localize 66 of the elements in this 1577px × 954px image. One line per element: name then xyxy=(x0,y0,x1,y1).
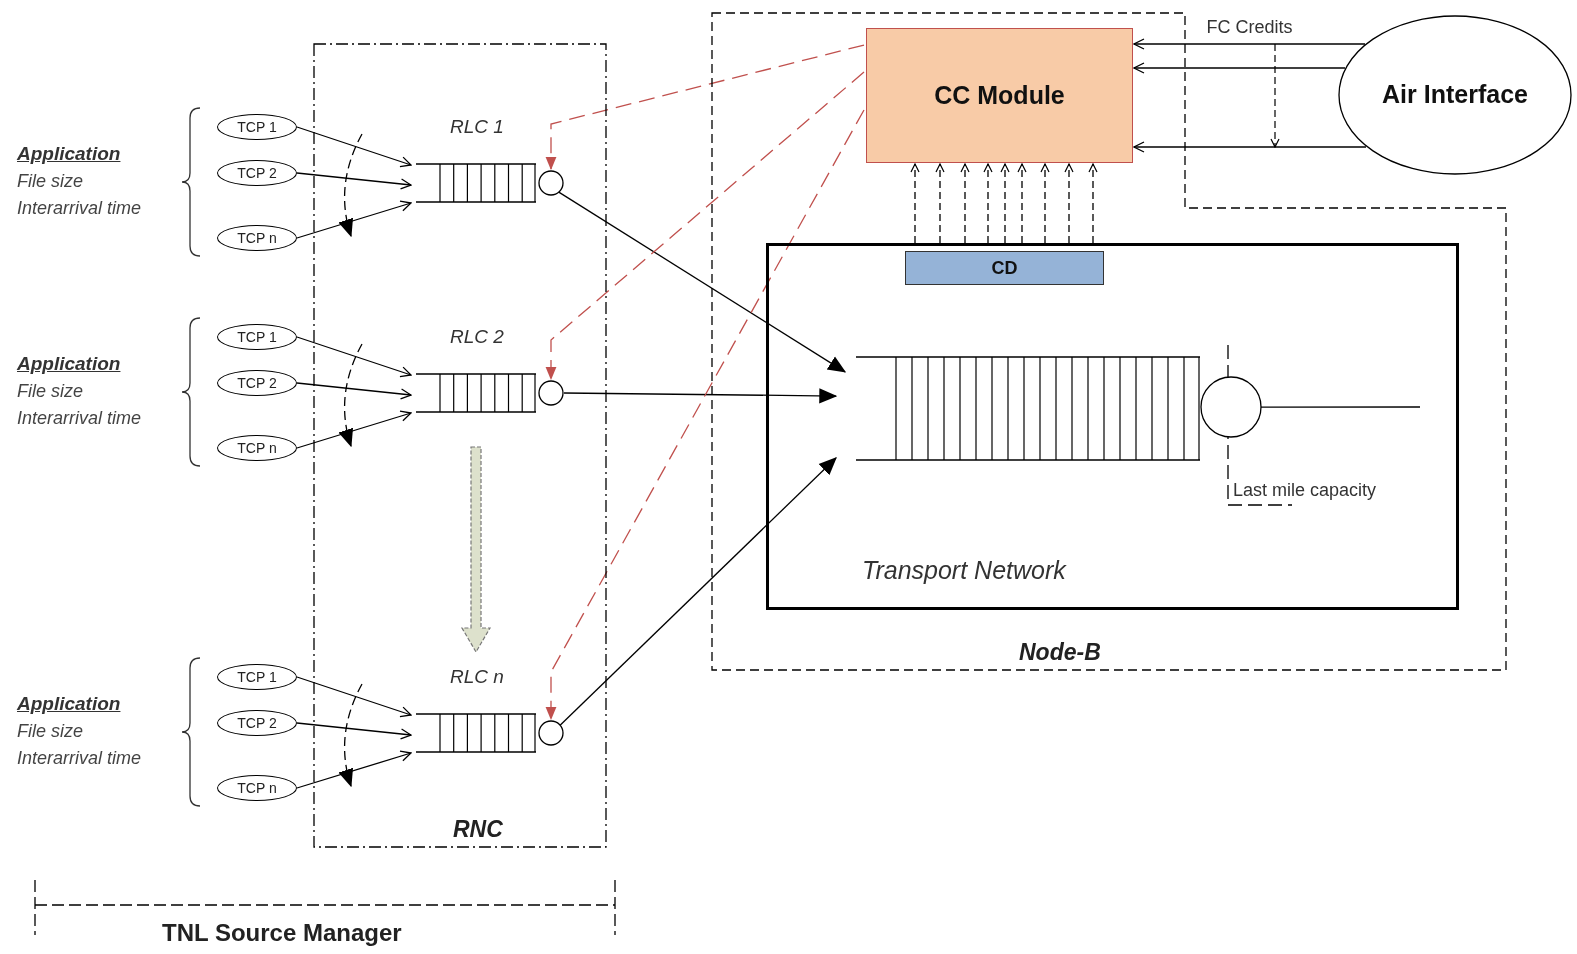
capacity-label: Last mile capacity xyxy=(1233,479,1377,502)
dashed-arrow xyxy=(1017,163,1027,244)
module-label: CD xyxy=(991,256,1018,280)
queue-label: RLC n xyxy=(450,665,504,689)
server-circle xyxy=(538,720,564,746)
tcp-label: TCP 2 xyxy=(237,163,277,183)
server-circle xyxy=(538,380,564,406)
dashed-arrow xyxy=(545,71,865,381)
network-box xyxy=(766,243,1459,610)
arrow xyxy=(296,382,412,400)
arrow xyxy=(296,676,412,718)
arrow xyxy=(296,722,412,740)
tcp-label: TCP 1 xyxy=(237,327,277,347)
parameter-label: Interarrival time xyxy=(17,407,142,430)
interface-ellipse xyxy=(1338,15,1572,175)
arrow xyxy=(296,126,412,168)
application-heading: Application xyxy=(17,352,121,376)
arrow xyxy=(558,191,847,373)
boundary-label: RNC xyxy=(453,815,503,842)
tcp-label: TCP 1 xyxy=(237,667,277,687)
dashed-arrow xyxy=(1000,163,1010,244)
parameter-label: File size xyxy=(17,720,83,743)
arrow xyxy=(563,388,838,404)
dashed-arrow xyxy=(1088,163,1098,244)
dashed-arrow xyxy=(983,163,993,244)
dashed-arrow xyxy=(1040,163,1050,244)
parameter-label: Interarrival time xyxy=(17,747,142,770)
arrow xyxy=(296,336,412,378)
parameter-label: File size xyxy=(17,380,83,403)
boundary-label: Node-B xyxy=(1019,638,1101,665)
queue-label: RLC 2 xyxy=(450,325,504,349)
arrow xyxy=(296,410,412,449)
tcp-label: TCP n xyxy=(237,228,277,248)
dashed-arrow xyxy=(545,109,865,721)
rnc-boundary xyxy=(313,43,607,848)
arrow xyxy=(296,172,412,190)
module-box xyxy=(866,28,1133,163)
server-circle xyxy=(538,170,564,196)
arrow xyxy=(1133,141,1367,153)
parameter-label: Interarrival time xyxy=(17,197,142,220)
arrow xyxy=(1133,62,1346,74)
dashed-arrow xyxy=(1064,163,1074,244)
tcp-label: TCP 1 xyxy=(237,117,277,137)
tcp-label: TCP 2 xyxy=(237,713,277,733)
arrow xyxy=(296,200,412,239)
dashed-arrow xyxy=(960,163,970,244)
dashed-arrow xyxy=(910,163,920,244)
queue-label: RLC 1 xyxy=(450,115,504,139)
arrow xyxy=(296,750,412,789)
tcp-label: TCP n xyxy=(237,778,277,798)
interface-label: Air Interface xyxy=(1382,80,1528,109)
server-circle xyxy=(1200,376,1262,438)
queue-buffer xyxy=(856,356,1200,461)
application-heading: Application xyxy=(17,692,121,716)
module-label: CC Module xyxy=(934,79,1065,111)
network-label: Transport Network xyxy=(862,556,1066,584)
arrow xyxy=(559,457,837,726)
application-heading: Application xyxy=(17,142,121,166)
dashed-arrow xyxy=(545,44,865,171)
tcp-label: TCP n xyxy=(237,438,277,458)
module-box xyxy=(905,251,1104,285)
parameter-label: File size xyxy=(17,170,83,193)
arrow xyxy=(1133,38,1366,50)
tcp-label: TCP 2 xyxy=(237,373,277,393)
dashed-arrow xyxy=(935,163,945,244)
section-label: TNL Source Manager xyxy=(162,918,402,948)
